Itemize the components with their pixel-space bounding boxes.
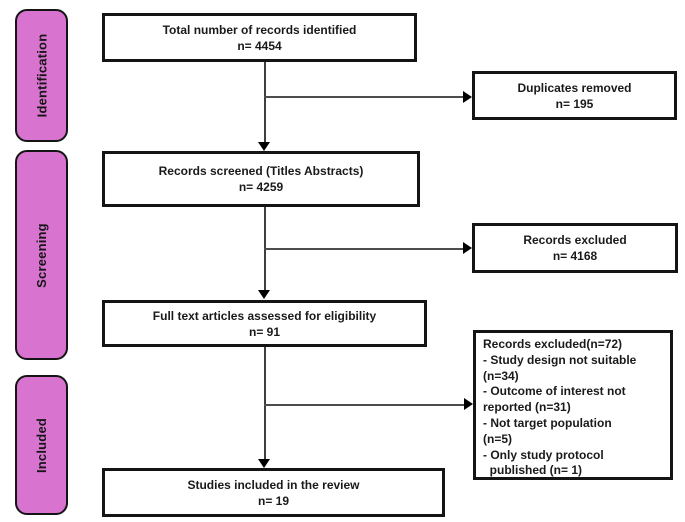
stage-screening: Screening xyxy=(15,150,68,360)
box-studies-included-title: Studies included in the review xyxy=(187,477,360,492)
box-studies-included-count: n= 19 xyxy=(257,493,290,508)
box-records-identified-count: n= 4454 xyxy=(237,38,282,53)
connector-branch-excluded-arrowhead xyxy=(463,242,472,254)
connector-branch-excluded-reasons-line xyxy=(264,404,464,406)
connector-branch-excluded-line xyxy=(264,248,464,250)
box-duplicates-removed: Duplicates removed n= 195 xyxy=(472,71,677,120)
connector-identified-to-screened-arrowhead xyxy=(258,142,270,151)
stage-screening-label: Screening xyxy=(34,222,49,288)
box-records-screened-title: Records screened (Titles Abstracts) xyxy=(158,164,364,178)
box-fulltext-assessed: Full text articles assessed for eligibil… xyxy=(102,300,427,347)
box-duplicates-removed-count: n= 195 xyxy=(555,96,594,111)
box-records-screened-count: n= 4259 xyxy=(238,180,284,194)
box-records-excluded-screening-count: n= 4168 xyxy=(552,249,598,263)
box-fulltext-assessed-title: Full text articles assessed for eligibil… xyxy=(152,308,377,323)
box-records-excluded-screening-title: Records excluded xyxy=(523,233,627,247)
box-records-excluded-screening: Records excluded n= 4168 xyxy=(472,223,678,273)
stage-included: Included xyxy=(15,375,68,515)
connector-branch-duplicates-arrowhead xyxy=(463,91,472,103)
box-fulltext-assessed-count: n= 91 xyxy=(248,324,281,339)
stage-identification: Identification xyxy=(15,9,68,142)
connector-screened-to-fulltext-arrowhead xyxy=(258,290,270,299)
stage-identification-label: Identification xyxy=(34,33,50,118)
connector-identified-to-screened-line xyxy=(264,62,266,144)
box-records-identified-title: Total number of records identified xyxy=(162,22,357,37)
box-records-excluded-eligibility-text: Records excluded(n=72) - Study design no… xyxy=(483,337,637,478)
connector-fulltext-to-included-arrowhead xyxy=(258,459,270,468)
box-records-identified: Total number of records identified n= 44… xyxy=(102,13,417,62)
box-duplicates-removed-title: Duplicates removed xyxy=(517,80,632,95)
box-records-screened: Records screened (Titles Abstracts) n= 4… xyxy=(102,151,420,207)
connector-fulltext-to-included-line xyxy=(264,347,266,460)
stage-included-label: Included xyxy=(34,417,49,473)
connector-branch-excluded-reasons-arrowhead xyxy=(464,398,473,410)
box-studies-included: Studies included in the review n= 19 xyxy=(102,468,445,517)
box-records-excluded-eligibility: Records excluded(n=72) - Study design no… xyxy=(473,330,673,480)
connector-branch-duplicates-line xyxy=(264,96,464,98)
